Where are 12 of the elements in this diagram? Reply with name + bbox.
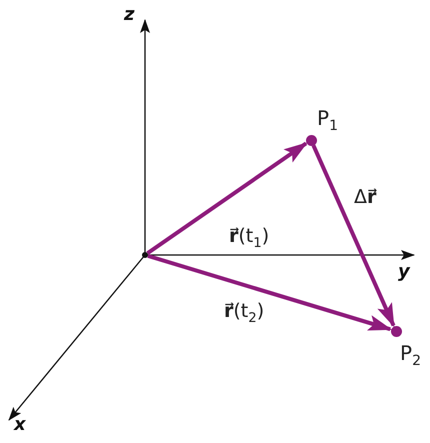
point-label: P$_{1}$ [317,106,338,134]
edge-label: r⃗(t$_{2}$) [224,300,264,327]
edge-label: Δr⃗ [354,186,376,209]
axis-label: x [14,414,26,435]
axis-label: y [398,261,410,282]
point-label: P$_{2}$ [400,341,421,369]
vector-arrow [312,144,396,328]
edge-label: r⃗(t$_{1}$) [229,225,270,252]
vector-arrow [146,142,308,255]
origin-point [142,252,148,258]
axis-label: z [124,4,134,25]
vector-arrow [147,254,392,332]
